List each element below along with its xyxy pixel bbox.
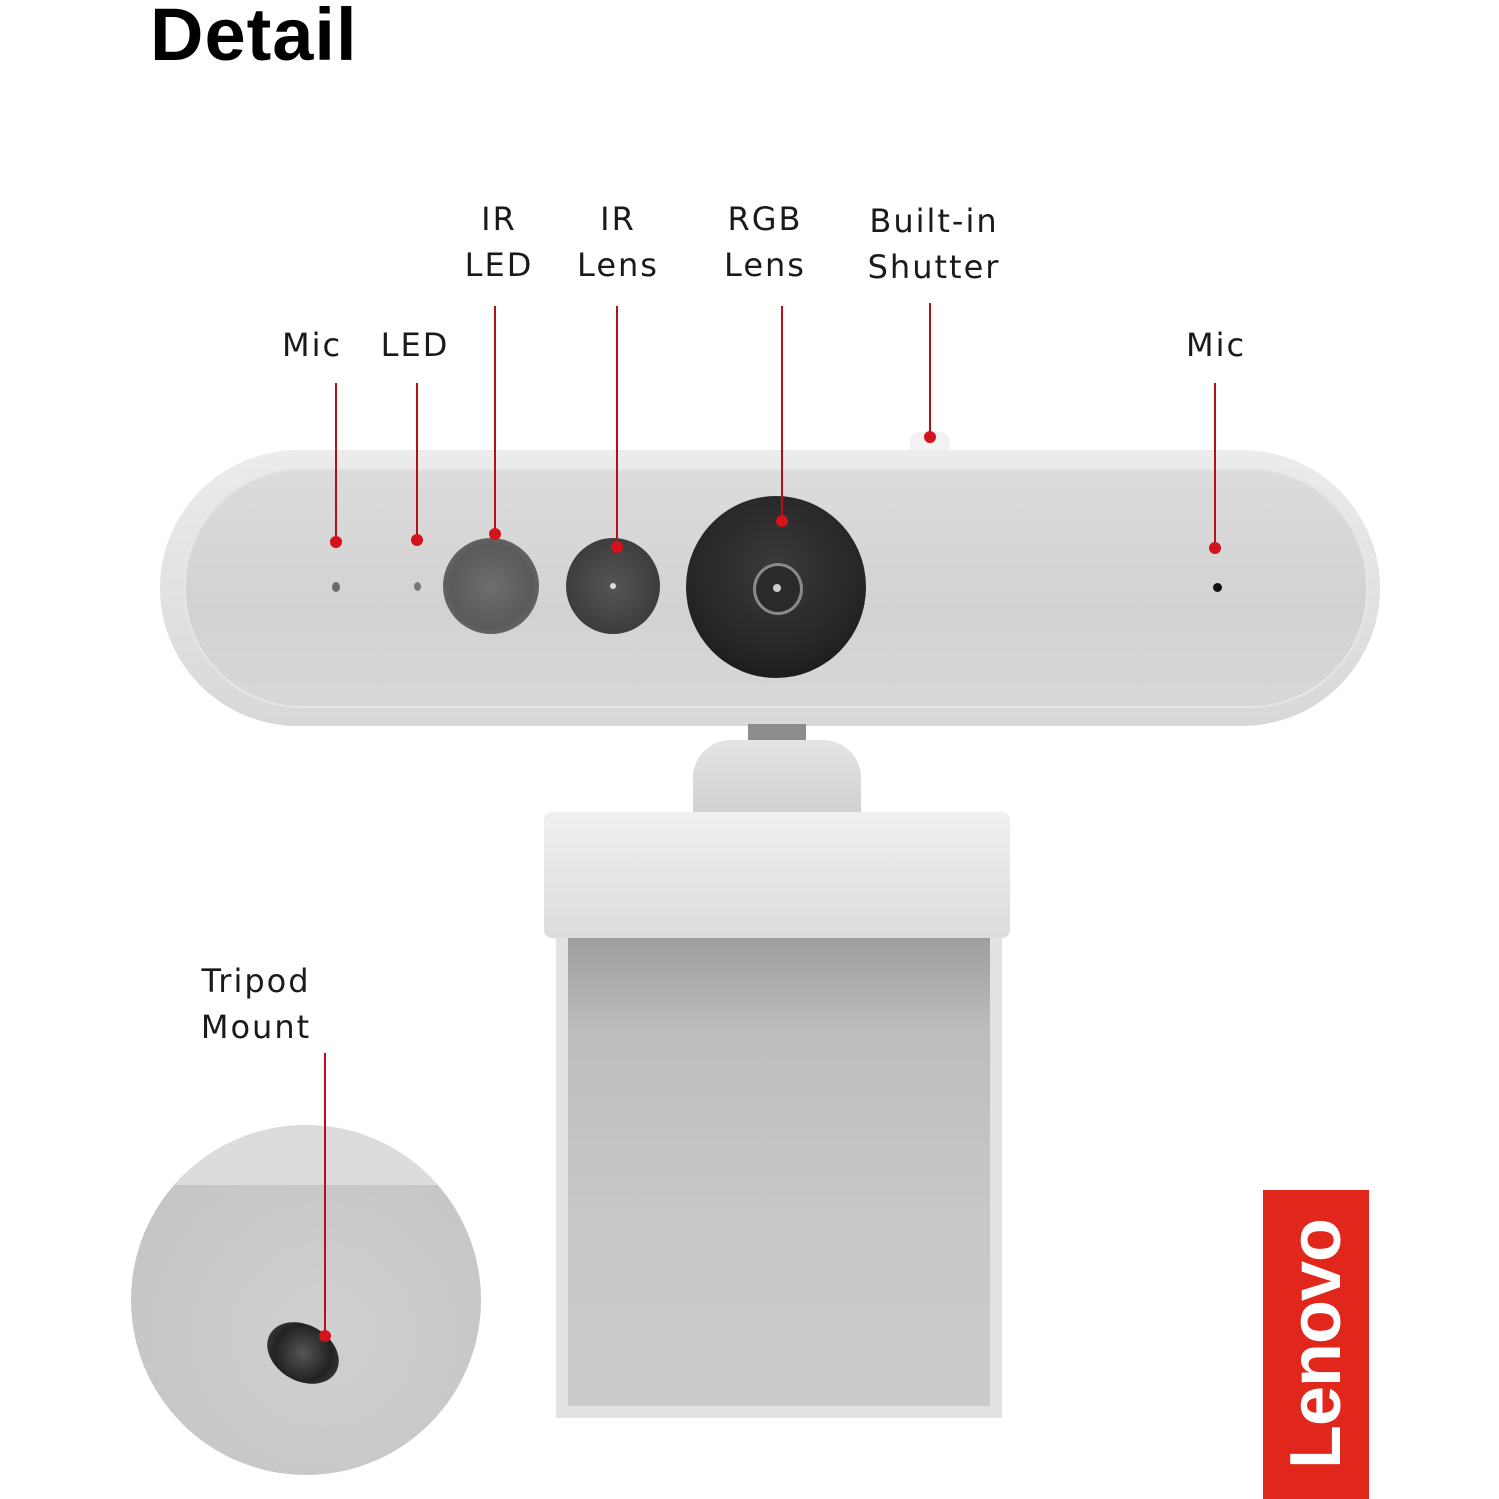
rgb-lens-center (753, 563, 803, 615)
callout-led: LED (370, 322, 460, 368)
callout-built-in-shutter: Built-in Shutter (856, 198, 1012, 290)
leader-line-rgb-lens (781, 306, 783, 520)
led-hole (414, 582, 421, 591)
leader-line-ir-led (494, 306, 496, 534)
leader-dot-ir-led (489, 528, 501, 540)
callout-ir-lens: IR Lens (566, 196, 670, 288)
callout-label: LED (464, 246, 534, 284)
leader-line-led (416, 383, 418, 539)
lenovo-logo: Lenovo (1263, 1190, 1369, 1499)
tripod-inset (131, 1125, 481, 1475)
webcam-pivot (693, 740, 861, 820)
callout-label: Shutter (867, 248, 1001, 286)
callout-label: Mount (200, 1008, 312, 1046)
page-title: Detail (150, 0, 358, 76)
leader-dot-led (411, 534, 423, 546)
leader-dot-shutter (924, 431, 936, 443)
leader-line-tripod-mount (324, 1053, 326, 1336)
callout-label: Tripod (201, 962, 311, 1000)
mic-left-hole (332, 582, 340, 592)
ir-lens-element (566, 538, 660, 634)
leader-dot-mic-right (1209, 542, 1221, 554)
callout-label: Lens (577, 246, 659, 284)
callout-label: LED (380, 326, 450, 364)
tripod-inset-edge (131, 1125, 481, 1185)
mount-clip-body (556, 938, 1002, 1418)
leader-dot-rgb-lens (776, 515, 788, 527)
mount-clip-top (544, 812, 1010, 938)
callout-tripod-mount: Tripod Mount (186, 958, 326, 1050)
leader-dot-ir-lens (611, 541, 623, 553)
leader-line-ir-lens (616, 306, 618, 546)
lenovo-logo-text: Lenovo (1276, 1218, 1356, 1470)
callout-label: Built-in (869, 202, 999, 240)
callout-label: IR (600, 200, 636, 238)
mic-right-hole (1213, 583, 1222, 592)
ir-led-element (443, 538, 539, 634)
leader-line-mic-left (335, 383, 337, 541)
callout-label: Lens (724, 246, 806, 284)
leader-line-mic-right (1214, 383, 1216, 547)
leader-line-shutter (929, 303, 931, 436)
callout-mic-left: Mic (272, 322, 352, 368)
callout-label: Mic (1185, 326, 1247, 364)
callout-label: RGB (727, 200, 803, 238)
callout-mic-right: Mic (1176, 322, 1256, 368)
callout-rgb-lens: RGB Lens (712, 196, 818, 288)
leader-dot-tripod-mount (319, 1330, 331, 1342)
callout-label: IR (481, 200, 517, 238)
leader-dot-mic-left (330, 536, 342, 548)
callout-label: Mic (281, 326, 343, 364)
callout-ir-led: IR LED (452, 196, 546, 288)
